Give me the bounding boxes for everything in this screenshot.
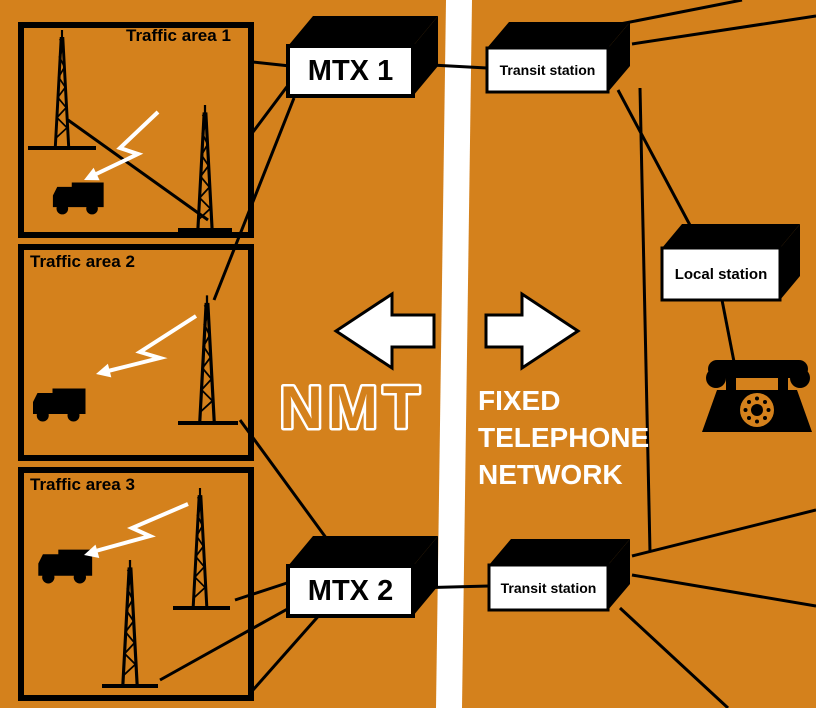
- radio-tower-icon: [196, 103, 214, 232]
- phone-cradle: [726, 376, 736, 390]
- mtx1-side-face: [413, 16, 438, 96]
- nmt-title: NMT: [280, 374, 425, 441]
- mtx1-front-face: [286, 44, 415, 98]
- link-transit-bottom-out3: [618, 606, 730, 708]
- traffic-area-2-box: [18, 244, 254, 461]
- transit-bottom-top-face: [489, 539, 630, 565]
- mtx2-box: [286, 536, 438, 618]
- transit-top-side-face: [608, 22, 630, 92]
- phone-dial-center: [751, 404, 763, 416]
- transit-station-top-box: [485, 22, 630, 94]
- mtx2-top-face: [288, 536, 438, 566]
- fixed-network-title: FIXED TELEPHONE NETWORK: [478, 385, 650, 490]
- radio-link-arrowhead: [96, 363, 112, 378]
- local-station-box: [660, 224, 800, 302]
- radio-towers: [28, 28, 238, 688]
- truck-icon: [38, 549, 93, 584]
- link-area1-mtx1-b: [251, 83, 291, 133]
- phone-handset: [708, 360, 808, 378]
- truck-icon: [52, 182, 104, 215]
- right-arrow-icon: [484, 291, 581, 371]
- phone-cradle: [778, 376, 788, 390]
- phone-handset-end: [706, 368, 726, 388]
- radio-tower-icon: [198, 293, 216, 425]
- transit-station-bottom-label: Transit station: [500, 579, 597, 596]
- link-transit-trunk: [638, 87, 652, 553]
- radio-link-arrow-icon: [103, 314, 198, 374]
- left-arrow-icon: [333, 291, 436, 371]
- mtx1-box: [286, 16, 438, 98]
- mtx2-front-face: [286, 564, 415, 618]
- radio-tower-icon: [191, 486, 209, 610]
- phone-handset-end: [790, 368, 810, 388]
- link-transit-bottom-out2: [631, 573, 816, 608]
- link-area1-mtx1: [252, 60, 291, 68]
- mobile-units: [33, 182, 104, 584]
- link-area3-mtx2-b: [159, 600, 301, 682]
- link-transit-top-out2: [631, 14, 816, 46]
- local-front-face: [660, 246, 782, 302]
- mtx2-side-face: [413, 536, 438, 616]
- radio-link-arrow-icon: [91, 110, 160, 178]
- link-area3-mtx2: [234, 580, 291, 602]
- traffic-area-2-label: Traffic area 2: [30, 252, 135, 271]
- local-station-label: Local station: [674, 265, 768, 283]
- transit-station-top-label: Transit station: [499, 62, 596, 78]
- transit-top-front-face: [485, 46, 610, 94]
- radio-tower-icon: [121, 558, 139, 688]
- transit-bottom-side-face: [608, 539, 630, 610]
- traffic-area-3-label: Traffic area 3: [30, 475, 135, 494]
- mtx2-label: MTX 2: [307, 574, 394, 607]
- transit-bottom-front-face: [487, 563, 610, 612]
- local-top-face: [662, 224, 800, 248]
- network-divider: [436, 0, 472, 708]
- traffic-area-1-label: Traffic area 1: [126, 26, 231, 45]
- link-area2-mtx2: [238, 419, 334, 547]
- radio-link-arrowhead: [84, 544, 100, 558]
- transit-station-bottom-box: [487, 539, 630, 612]
- radio-link-arrowhead: [84, 167, 100, 181]
- link-transit-local: [616, 89, 702, 245]
- radio-links: [84, 110, 198, 558]
- link-transit-bottom-out1: [631, 508, 816, 558]
- truck-icon: [33, 388, 86, 422]
- link-area3-mtx2-c: [251, 611, 324, 691]
- link-transit-top-out1: [619, 0, 743, 26]
- telephone-icon: [702, 360, 812, 432]
- radio-tower-icon: [53, 28, 71, 150]
- local-side-face: [780, 224, 800, 300]
- radio-link-arrow-icon: [91, 502, 189, 554]
- mtx1-top-face: [288, 16, 438, 46]
- transit-top-top-face: [487, 22, 630, 48]
- traffic-area-3-box: [18, 467, 254, 701]
- mtx1-label: MTX 1: [307, 54, 394, 87]
- traffic-area-1-box: [18, 22, 254, 238]
- link-area1-internal: [67, 118, 209, 222]
